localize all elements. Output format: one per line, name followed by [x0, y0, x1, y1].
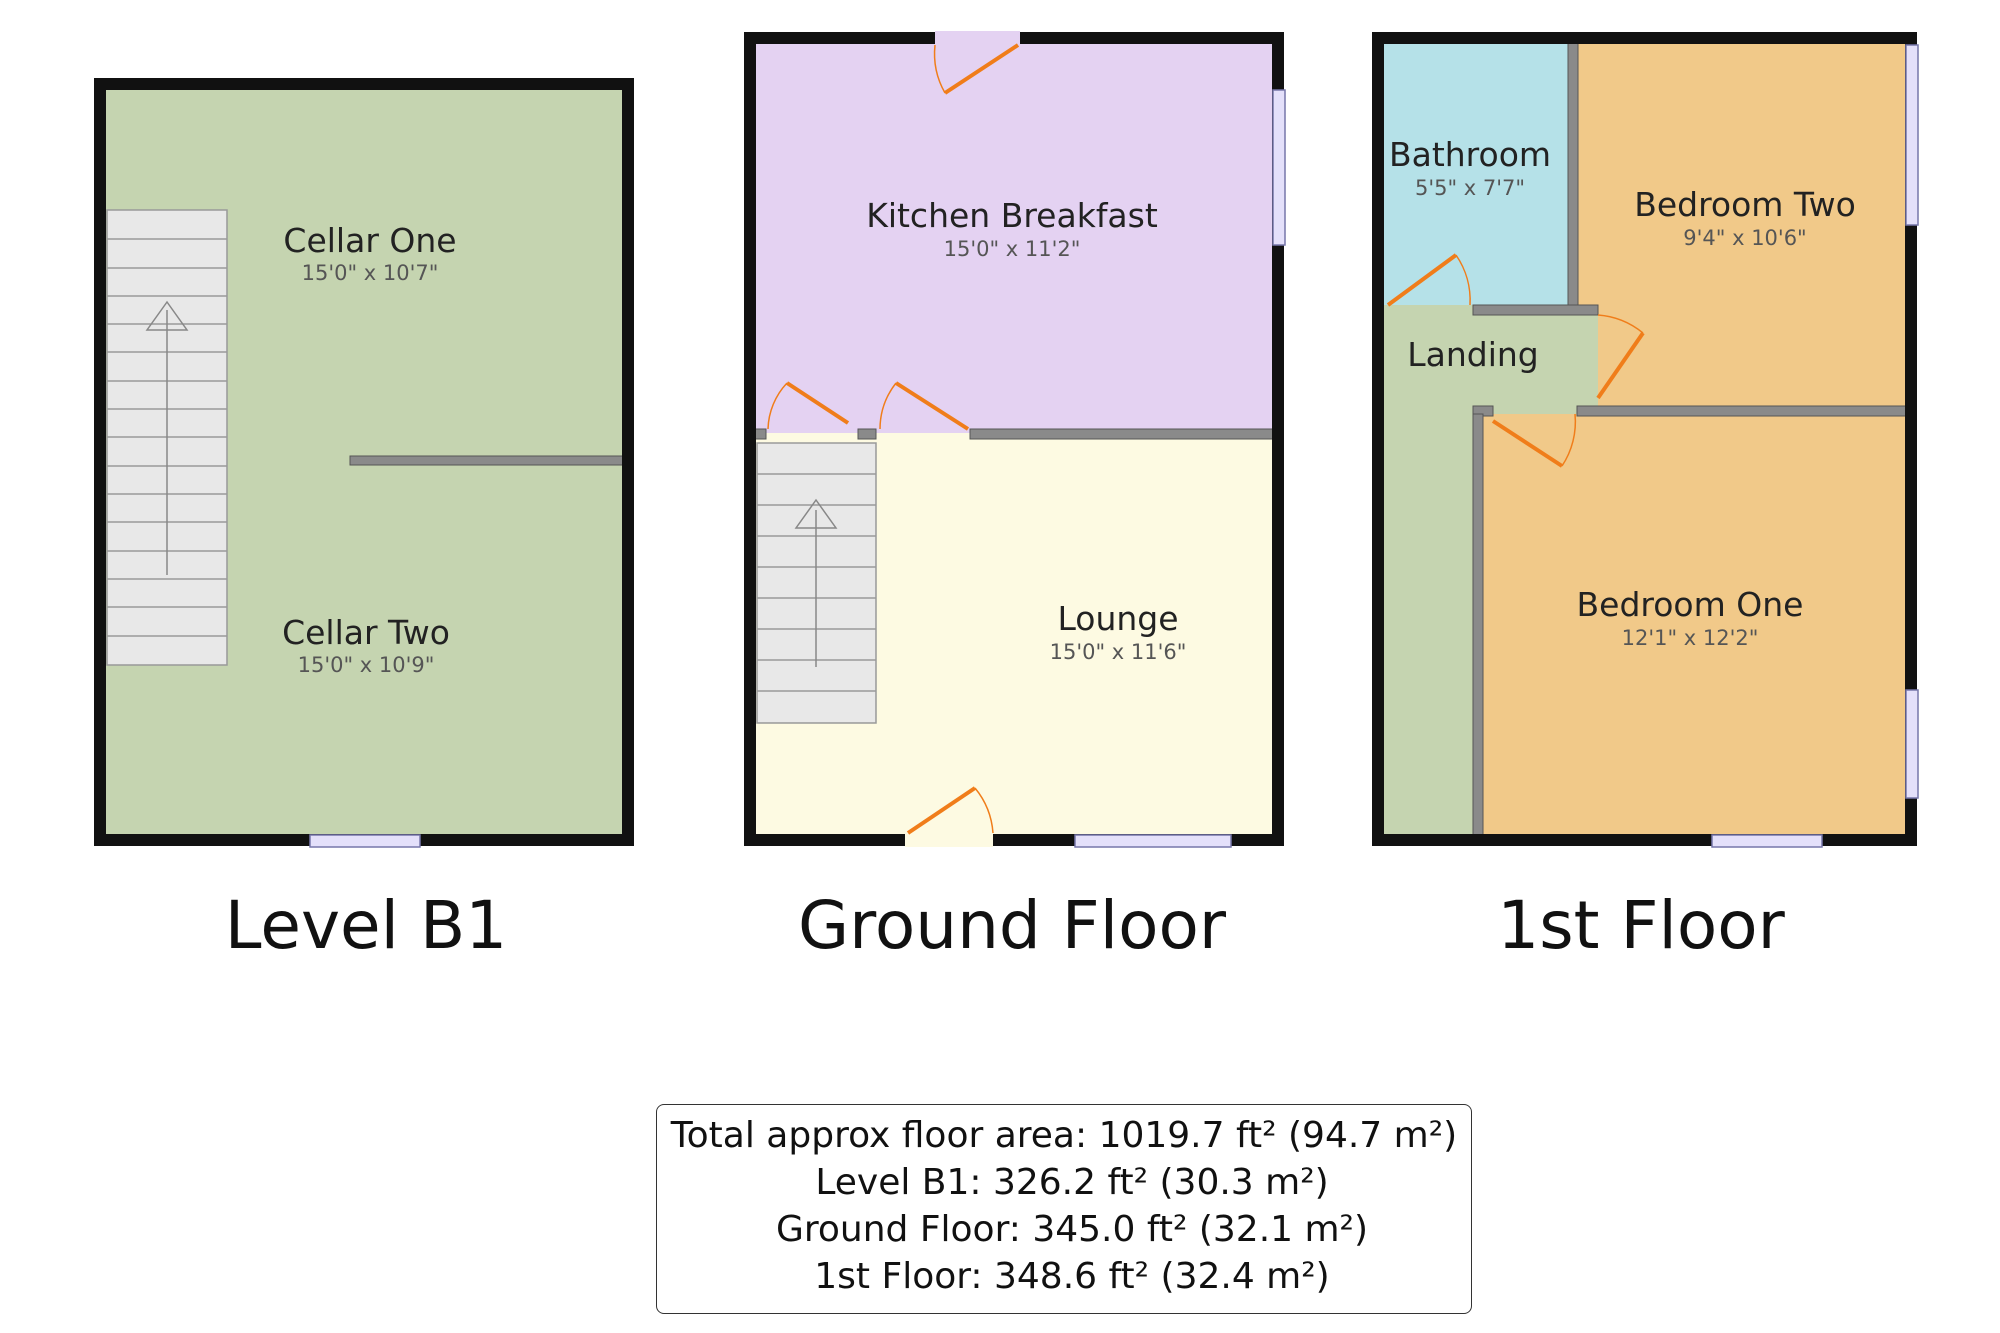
- first-floor-label: 1st Floor: [1497, 887, 1785, 964]
- bedroom-one-floor: [1482, 414, 1911, 840]
- first-outer-walls: [1372, 32, 1917, 846]
- cellar-one-dims: 15'0" x 10'7": [302, 261, 439, 285]
- b1-area: Level B1: 326.2 ft² (30.3 m²): [815, 1162, 1329, 1203]
- lounge-window: [1074, 834, 1232, 848]
- kitchen-name: Kitchen Breakfast: [866, 196, 1158, 235]
- total-area: Total approx floor area: 1019.7 ft² (94.…: [670, 1115, 1458, 1156]
- bedroom-two-name: Bedroom Two: [1634, 185, 1856, 224]
- bathroom-name: Bathroom: [1389, 135, 1551, 174]
- lounge-front-door: [906, 786, 994, 835]
- ground-staircase: [756, 442, 877, 724]
- bathroom-landing-wall: [1472, 304, 1599, 316]
- bathroom-dims: 5'5" x 7'7": [1415, 176, 1525, 200]
- cellar-one-name: Cellar One: [283, 221, 456, 260]
- kitchen-lounge-partition: [969, 428, 1276, 440]
- kitchen-back-door: [933, 43, 1020, 95]
- landing-corridor: [1378, 414, 1482, 840]
- lounge-dims: 15'0" x 11'6": [1050, 640, 1187, 664]
- bedroom-one-side-window: [1905, 689, 1919, 799]
- kitchen-dims: 15'0" x 11'2": [944, 237, 1081, 261]
- bedroom-one-door: [1491, 413, 1577, 468]
- ground-floor-label: Ground Floor: [798, 887, 1227, 964]
- stair-door: [767, 381, 850, 430]
- first-area: 1st Floor: 348.6 ft² (32.4 m²): [814, 1256, 1330, 1297]
- bathroom-floor: [1378, 38, 1578, 305]
- cellar-partition: [349, 455, 626, 466]
- bedroom-two-floor: [1578, 38, 1911, 414]
- bathroom-bedroom-two-wall: [1567, 41, 1579, 309]
- kitchen-floor: [750, 38, 1278, 433]
- kitchen-window: [1272, 89, 1286, 246]
- bedroom-two-dims: 9'4" x 10'6": [1683, 226, 1806, 250]
- ground-floor-plan: Kitchen Breakfast 15'0" x 11'2" Lounge 1…: [744, 31, 1286, 964]
- first-floor-plan: Bathroom 5'5" x 7'7" Bedroom Two 9'4" x …: [1372, 32, 1919, 964]
- bedroom-one-name: Bedroom One: [1577, 585, 1804, 624]
- landing-floor: [1378, 305, 1598, 414]
- bedrooms-partition: [1576, 405, 1908, 417]
- bedroom-one-dims: 12'1" x 12'2": [1622, 626, 1759, 650]
- lounge-name: Lounge: [1057, 599, 1178, 638]
- landing-corridor-wall: [1472, 413, 1484, 837]
- cellar-two-name: Cellar Two: [282, 613, 450, 652]
- b1-window: [309, 834, 421, 848]
- kitchen-lounge-door: [879, 381, 970, 431]
- landing-name: Landing: [1407, 335, 1539, 374]
- level-b1-label: Level B1: [225, 887, 507, 964]
- cellar-two-dims: 15'0" x 10'9": [298, 653, 435, 677]
- bedroom-two-door: [1596, 314, 1645, 400]
- floor-area-summary: Total approx floor area: 1019.7 ft² (94.…: [656, 1104, 1472, 1314]
- b1-staircase: [106, 209, 228, 666]
- bedroom-two-window: [1905, 44, 1919, 226]
- bedroom-one-window: [1711, 834, 1823, 848]
- ground-area: Ground Floor: 345.0 ft² (32.1 m²): [775, 1209, 1369, 1250]
- bathroom-door: [1386, 253, 1471, 307]
- level-b1-plan: Cellar One 15'0" x 10'7" Cellar Two 15'0…: [94, 78, 634, 964]
